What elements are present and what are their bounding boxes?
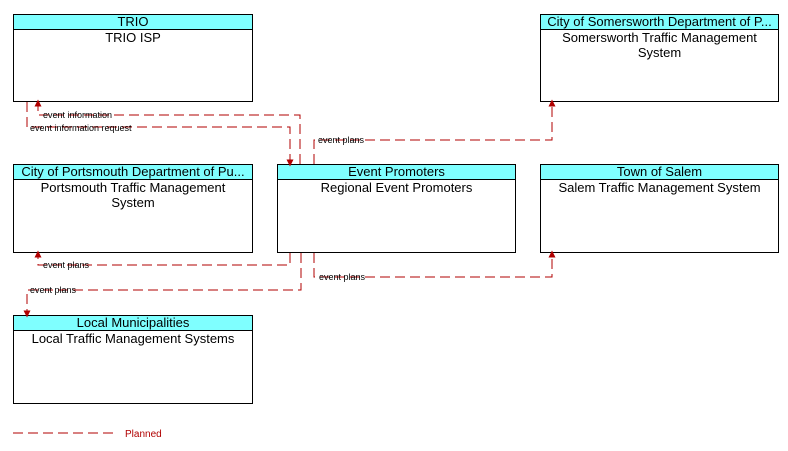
legend-planned-label: Planned xyxy=(125,429,162,440)
node-trio[interactable]: TRIO TRIO ISP xyxy=(13,14,253,102)
node-header: City of Portsmouth Department of Pu... xyxy=(14,165,252,180)
node-portsmouth[interactable]: City of Portsmouth Department of Pu... P… xyxy=(13,164,253,253)
node-body: Salem Traffic Management System xyxy=(558,180,761,195)
node-header: Local Municipalities xyxy=(14,316,252,331)
flow-event-information[interactable] xyxy=(34,99,301,164)
flow-event-plans-portsmouth[interactable] xyxy=(34,250,291,266)
node-body: Portsmouth Traffic Management System xyxy=(40,180,226,210)
node-salem[interactable]: Town of Salem Salem Traffic Management S… xyxy=(540,164,779,253)
flow-event-information-request[interactable] xyxy=(26,102,294,167)
flow-label-event-information-request: event information request xyxy=(30,123,132,133)
flow-label-event-plans-somersworth: event plans xyxy=(318,135,365,145)
flow-label-event-plans-local: event plans xyxy=(30,285,77,295)
node-body: TRIO ISP xyxy=(105,30,161,45)
node-body: Regional Event Promoters xyxy=(320,180,473,195)
flow-label-event-plans-salem: event plans xyxy=(319,272,366,282)
node-header: City of Somersworth Department of P... xyxy=(541,15,778,30)
node-header: Event Promoters xyxy=(278,165,515,180)
node-header: TRIO xyxy=(14,15,252,30)
node-local[interactable]: Local Municipalities Local Traffic Manag… xyxy=(13,315,253,404)
node-somersworth[interactable]: City of Somersworth Department of P... S… xyxy=(540,14,779,102)
flow-event-plans-salem[interactable] xyxy=(313,250,556,278)
node-body: Local Traffic Management Systems xyxy=(31,331,235,346)
node-body: Somersworth Traffic Management System xyxy=(562,30,757,60)
node-event-promoters[interactable]: Event Promoters Regional Event Promoters xyxy=(277,164,516,253)
flow-label-event-information: event information xyxy=(43,110,112,120)
flow-event-plans-somersworth[interactable] xyxy=(313,99,556,164)
flow-event-plans-local[interactable] xyxy=(23,253,302,318)
node-header: Town of Salem xyxy=(541,165,778,180)
flow-label-event-plans-portsmouth: event plans xyxy=(43,260,90,270)
